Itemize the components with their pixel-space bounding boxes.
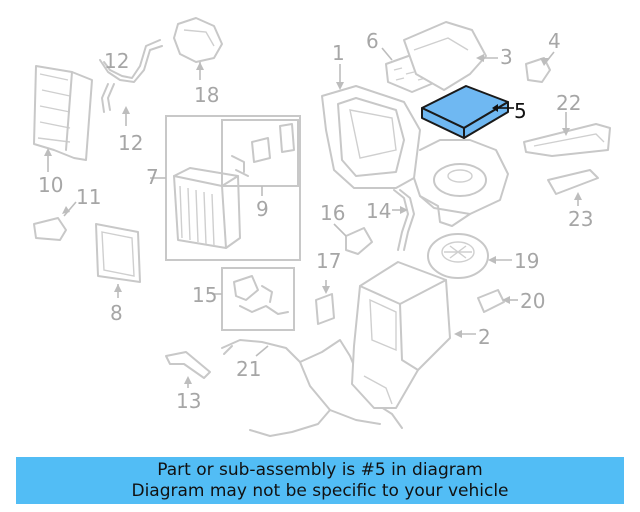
callout-23: 23 [568,207,593,231]
callout-16: 16 [320,201,345,225]
callout-21: 21 [236,357,261,381]
part-bracket [165,351,211,379]
parts-diagram: 10 12 12 18 7 9 11 [33,17,611,437]
part-heater-core [33,65,93,161]
part-duct-side [523,123,611,157]
part-9-group-frame [221,119,299,187]
callout-4: 4 [548,29,561,53]
callout-12-top: 12 [104,49,129,73]
part-expansion-valve [231,123,295,177]
callout-3: 3 [500,45,513,69]
callout-18: 18 [194,83,219,107]
part-evaporator [173,167,241,249]
callout-17: 17 [316,249,341,273]
callout-20: 20 [520,289,545,313]
part-resistor [315,293,335,325]
banner-line-part: Part or sub-assembly is #5 in diagram [157,459,483,480]
callout-10: 10 [38,173,63,197]
callout-5: 5 [514,99,527,123]
part-cover [173,17,223,63]
callout-2: 2 [478,325,491,349]
callout-13: 13 [176,389,201,413]
part-vent [547,169,599,195]
part-connector [477,289,505,313]
callout-6: 6 [366,29,379,53]
part-15-group-frame [221,267,295,331]
callout-8: 8 [110,301,123,325]
part-hose [393,189,415,251]
part-sensor [33,217,67,241]
part-seal-frame [95,223,141,283]
callout-1: 1 [332,41,345,65]
part-heater-tubes [99,39,163,113]
part-defrost-duct [403,21,487,91]
callout-12-bottom: 12 [118,131,143,155]
part-actuator-linkage [233,275,289,315]
callout-7: 7 [146,165,159,189]
callout-14: 14 [366,199,391,223]
part-hvac-case [321,85,509,227]
callout-22: 22 [556,91,581,115]
part-blower-motor [427,233,489,279]
part-actuator [345,227,373,255]
callout-9: 9 [256,197,269,221]
callout-19: 19 [514,249,539,273]
part-7-group-frame [165,115,301,261]
callout-11: 11 [76,185,101,209]
info-banner: Part or sub-assembly is #5 in diagram Di… [16,457,624,504]
callout-15: 15 [192,283,217,307]
part-cabin-air-filter [421,85,509,139]
banner-line-disclaimer: Diagram may not be specific to your vehi… [131,480,509,501]
part-blower-case [351,261,451,409]
